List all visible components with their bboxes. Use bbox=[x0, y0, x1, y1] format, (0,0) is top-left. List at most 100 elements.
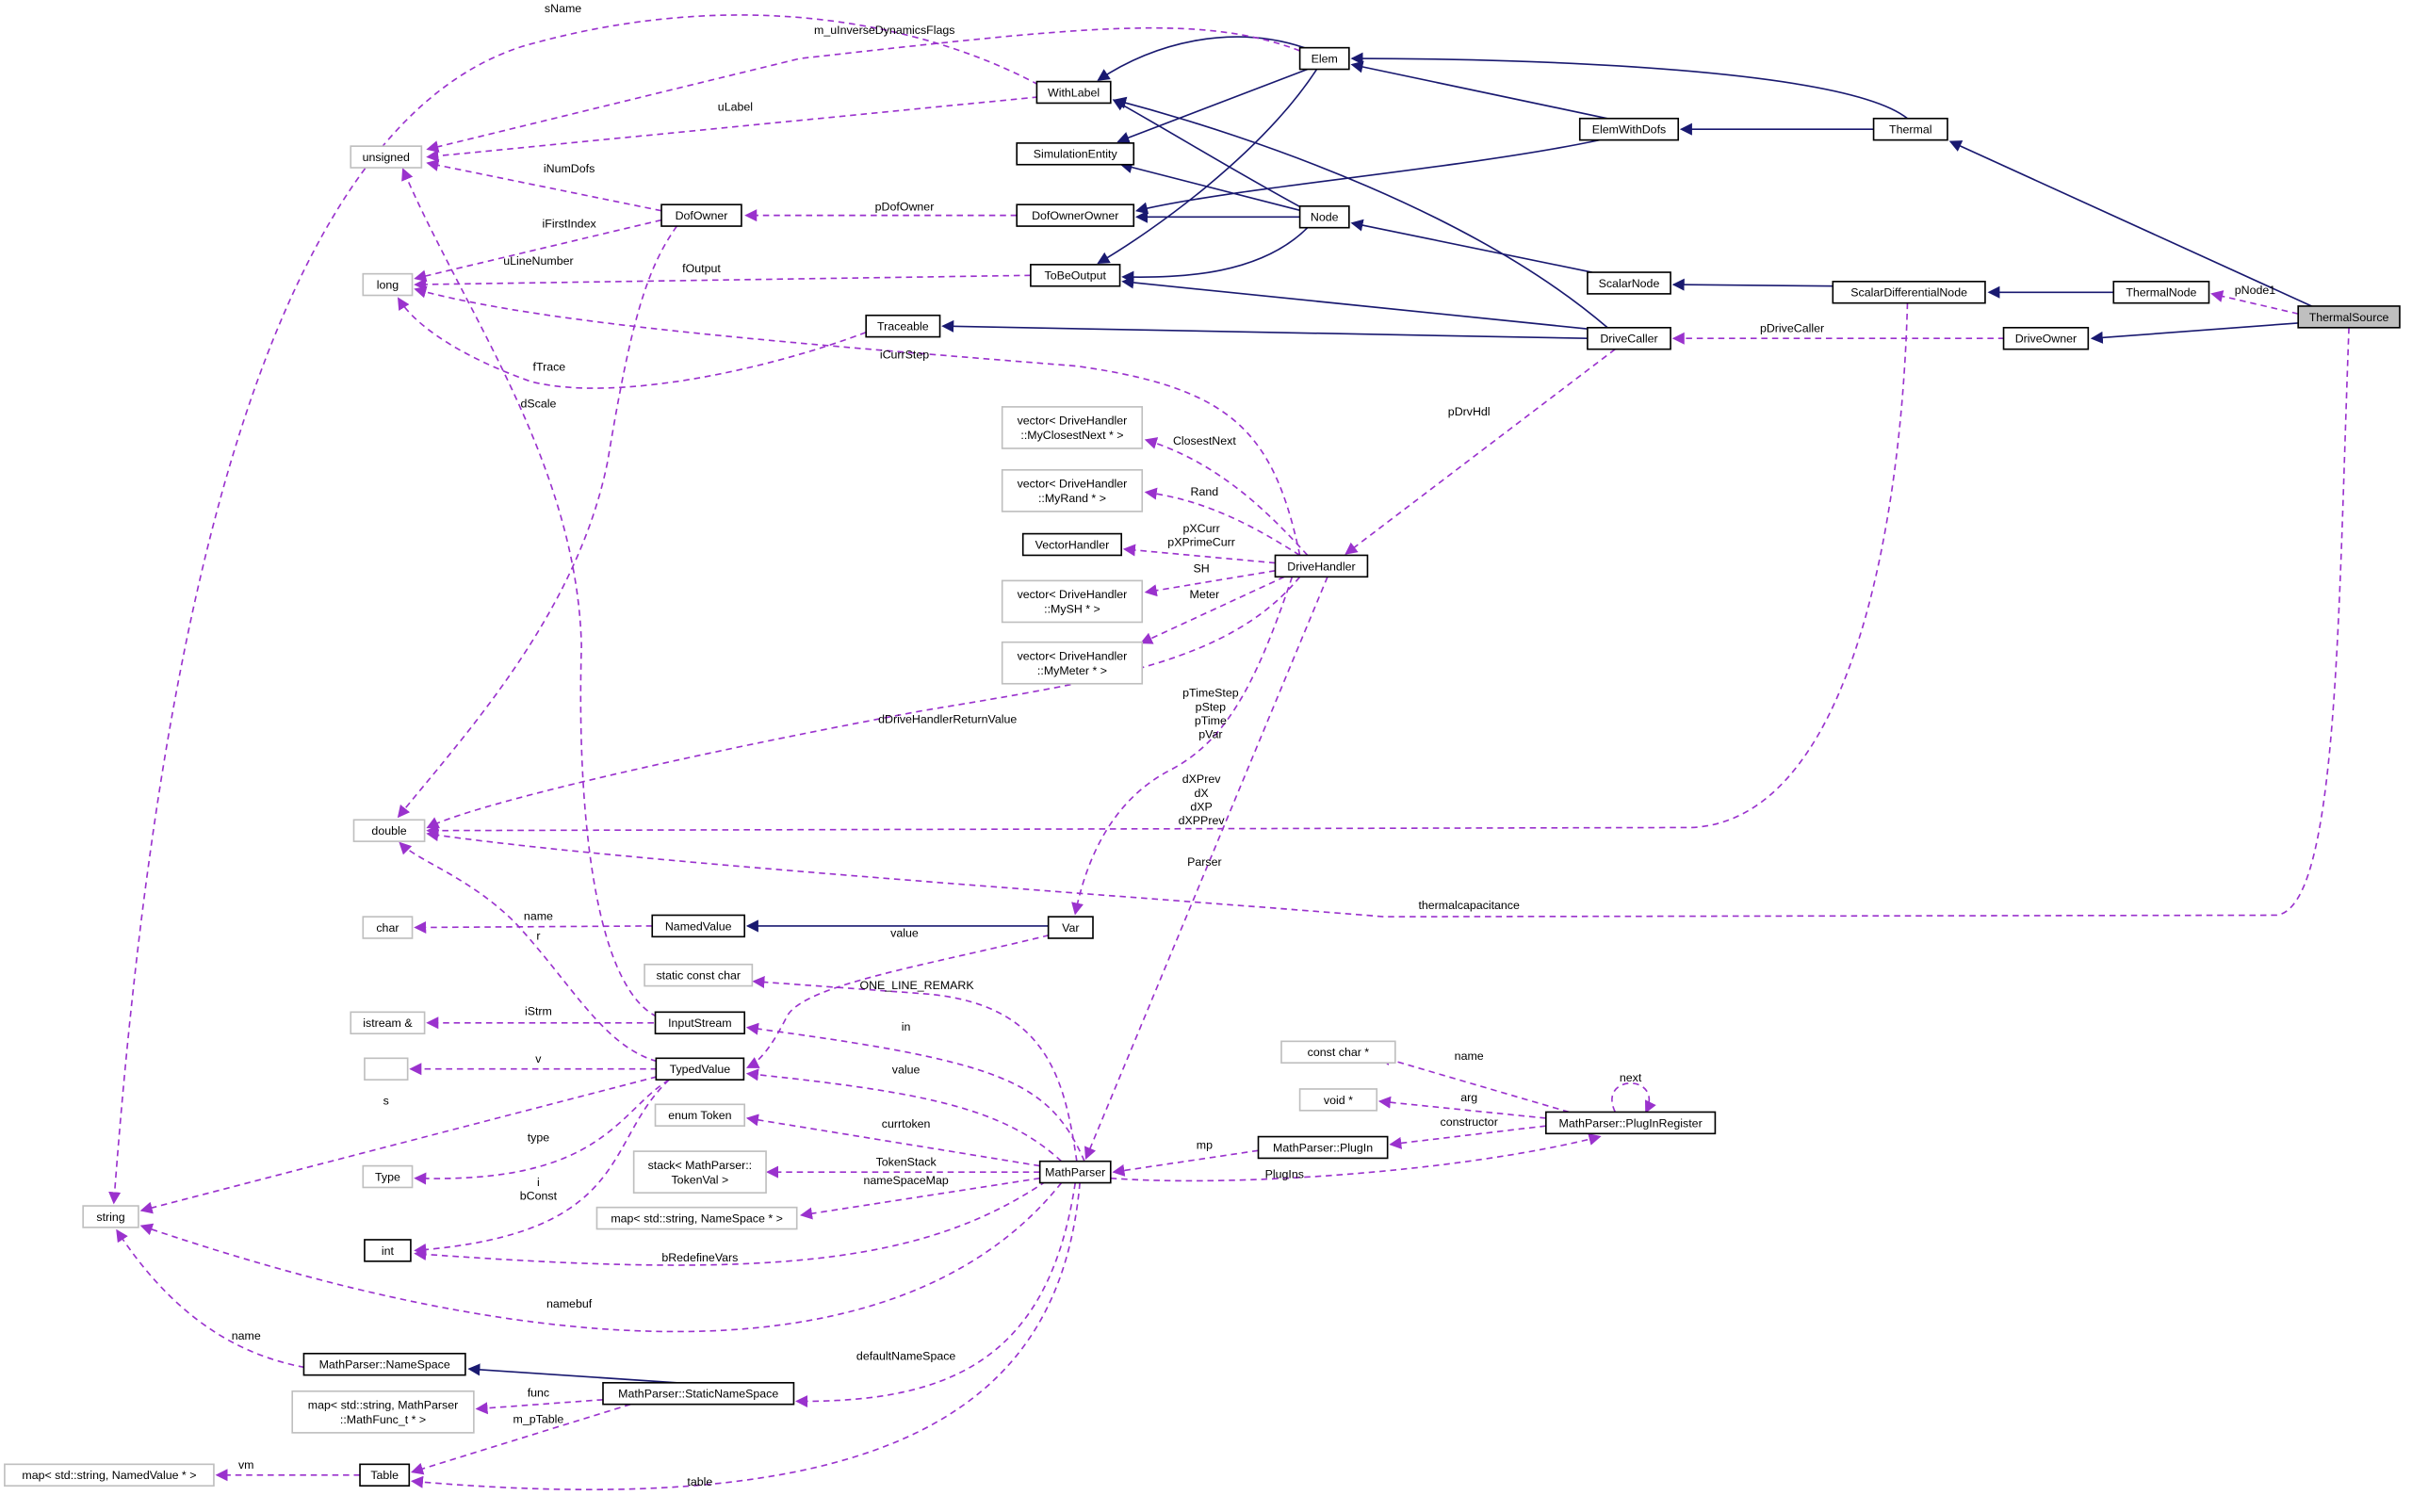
node-box bbox=[1587, 326, 1671, 350]
inheritance-edge-ScalarDifferentialNode-to-ScalarNode bbox=[1671, 278, 1834, 291]
node-NamedValue[interactable]: NamedValue bbox=[651, 914, 746, 938]
node-label: char bbox=[376, 921, 399, 935]
edge-label-line: Parser bbox=[1187, 855, 1222, 869]
edge-label-line: dXP bbox=[1190, 800, 1212, 813]
node-Thermal[interactable]: Thermal bbox=[1872, 117, 1948, 141]
node-stackTokenVal: stack< MathParser::TokenVal > bbox=[632, 1150, 767, 1194]
node-ScalarDifferentialNode[interactable]: ScalarDifferentialNode bbox=[1832, 281, 1986, 304]
node-int[interactable]: int bbox=[364, 1239, 412, 1262]
node-InputStream[interactable]: InputStream bbox=[654, 1011, 746, 1035]
node-label-line: int bbox=[382, 1244, 395, 1258]
node-box bbox=[651, 914, 746, 938]
edge-label: arg bbox=[1460, 1091, 1477, 1104]
node-ScalarNode[interactable]: ScalarNode bbox=[1587, 271, 1671, 295]
node-StaticNameSpace[interactable]: MathParser::StaticNameSpace bbox=[602, 1381, 795, 1406]
node-label: MathParser bbox=[1045, 1166, 1105, 1179]
edge-label: dDriveHandlerReturnValue bbox=[878, 712, 1017, 725]
node-ToBeOutput[interactable]: ToBeOutput bbox=[1030, 264, 1121, 287]
member-edge-DriveCaller-to-DriveHandler bbox=[1345, 349, 1616, 555]
node-DriveOwner[interactable]: DriveOwner bbox=[2002, 326, 2090, 350]
member-edge-MathParser-to-StaticNameSpace bbox=[795, 1182, 1077, 1408]
edge-label: constructor bbox=[1441, 1115, 1498, 1129]
node-label: TypedValue bbox=[670, 1063, 731, 1076]
node-Elem[interactable]: Elem bbox=[1298, 46, 1350, 71]
member-edge-DofOwner-to-double bbox=[397, 225, 678, 819]
node-Var[interactable]: Var bbox=[1047, 916, 1094, 939]
node-DofOwnerOwner[interactable]: DofOwnerOwner bbox=[1016, 203, 1135, 227]
node-VectorHandler[interactable]: VectorHandler bbox=[1021, 532, 1123, 557]
node-NameSpace[interactable]: MathParser::NameSpace bbox=[302, 1352, 466, 1376]
edge-label-line: i bbox=[537, 1176, 540, 1189]
edge-label-line: in bbox=[902, 1020, 911, 1033]
member-edge-TypedValue-to-Type bbox=[414, 1079, 670, 1185]
node-label-line: MathParser::NameSpace bbox=[319, 1358, 450, 1372]
node-PlugIn[interactable]: MathParser::PlugIn bbox=[1257, 1135, 1389, 1160]
member-edge-DriveHandler-to-MathParser bbox=[1084, 576, 1328, 1160]
node-label-line: Var bbox=[1062, 921, 1079, 935]
edge-label: dScale bbox=[520, 398, 556, 411]
edge-label-line: s bbox=[383, 1094, 389, 1107]
node-label-line: ScalarDifferentialNode bbox=[1850, 286, 1967, 300]
member-edge-MathParser-to-Table bbox=[410, 1182, 1081, 1491]
node-Table[interactable]: Table bbox=[359, 1463, 411, 1488]
node-label-line: NamedValue bbox=[665, 919, 732, 933]
node-TypedValue[interactable]: TypedValue bbox=[655, 1057, 745, 1081]
node-ElemWithDofs[interactable]: ElemWithDofs bbox=[1578, 117, 1680, 141]
node-ThermalNode[interactable]: ThermalNode bbox=[2112, 281, 2210, 304]
node-box bbox=[1280, 1040, 1396, 1065]
node-label: MathParser::PlugIn bbox=[1273, 1141, 1373, 1154]
node-label-line: ::MyRand * > bbox=[1038, 492, 1106, 505]
node-ThermalSource[interactable]: ThermalSource bbox=[2297, 305, 2401, 329]
node-label-line: MathParser bbox=[1045, 1166, 1105, 1179]
node-label-line: ScalarNode bbox=[1599, 277, 1660, 290]
edge-label: type bbox=[528, 1130, 550, 1144]
member-edge-TypedValue-to-string bbox=[139, 1076, 658, 1214]
node-label: map< std::string, NameSpace * > bbox=[611, 1212, 783, 1226]
node-PlugInRegister[interactable]: MathParser::PlugInRegister bbox=[1545, 1111, 1717, 1135]
node-label: Traceable bbox=[877, 320, 929, 333]
edge-label: r bbox=[536, 930, 540, 943]
edge-label-line: value bbox=[892, 1064, 921, 1077]
node-box bbox=[1298, 205, 1350, 229]
node-label-line: vector< DriveHandler bbox=[1018, 588, 1128, 601]
node-voidPtr: void * bbox=[1298, 1088, 1378, 1112]
node-SimulationEntity[interactable]: SimulationEntity bbox=[1016, 142, 1135, 166]
edge-label: sName bbox=[545, 2, 581, 15]
node-DofOwner[interactable]: DofOwner bbox=[660, 203, 742, 227]
node-char: char bbox=[362, 916, 414, 939]
edge-label-line: fOutput bbox=[682, 262, 721, 275]
node-label: unsigned bbox=[363, 151, 410, 164]
node-MathParser[interactable]: MathParser bbox=[1038, 1160, 1112, 1184]
node-box bbox=[1035, 80, 1112, 105]
node-label: vector< DriveHandler::MySH * > bbox=[1018, 588, 1128, 616]
node-label: DriveHandler bbox=[1287, 560, 1355, 573]
edge-label: name bbox=[232, 1329, 261, 1342]
node-box bbox=[1872, 117, 1948, 141]
edge-label-line: name bbox=[524, 909, 553, 922]
node-box bbox=[82, 1205, 139, 1228]
node-WithLabel[interactable]: WithLabel bbox=[1035, 80, 1112, 105]
member-edge-PlugInRegister-to-PlugInRegister bbox=[1611, 1082, 1656, 1114]
node-label: string bbox=[96, 1211, 124, 1224]
node-box bbox=[364, 1239, 412, 1262]
node-box bbox=[362, 916, 414, 939]
node-label: MathParser::NameSpace bbox=[319, 1358, 450, 1372]
edge-label-line: table bbox=[687, 1475, 712, 1488]
node-double: double bbox=[352, 819, 426, 842]
node-label: Type bbox=[375, 1170, 400, 1183]
node-Traceable[interactable]: Traceable bbox=[865, 314, 941, 338]
node-box bbox=[4, 1463, 215, 1488]
node-box bbox=[1021, 532, 1123, 557]
node-label-line: vector< DriveHandler bbox=[1018, 415, 1128, 428]
edge-label-line: SH bbox=[1193, 561, 1209, 575]
node-DriveCaller[interactable]: DriveCaller bbox=[1587, 326, 1671, 350]
node-DriveHandler[interactable]: DriveHandler bbox=[1274, 554, 1369, 578]
node-box bbox=[362, 1164, 414, 1189]
node-label: map< std::string, NamedValue * > bbox=[22, 1469, 196, 1482]
node-box bbox=[1587, 271, 1671, 295]
node-Node[interactable]: Node bbox=[1298, 205, 1350, 229]
node-label: ElemWithDofs bbox=[1592, 123, 1667, 137]
edge-label: iStrm bbox=[525, 1005, 552, 1018]
edge-label: vm bbox=[238, 1458, 254, 1471]
